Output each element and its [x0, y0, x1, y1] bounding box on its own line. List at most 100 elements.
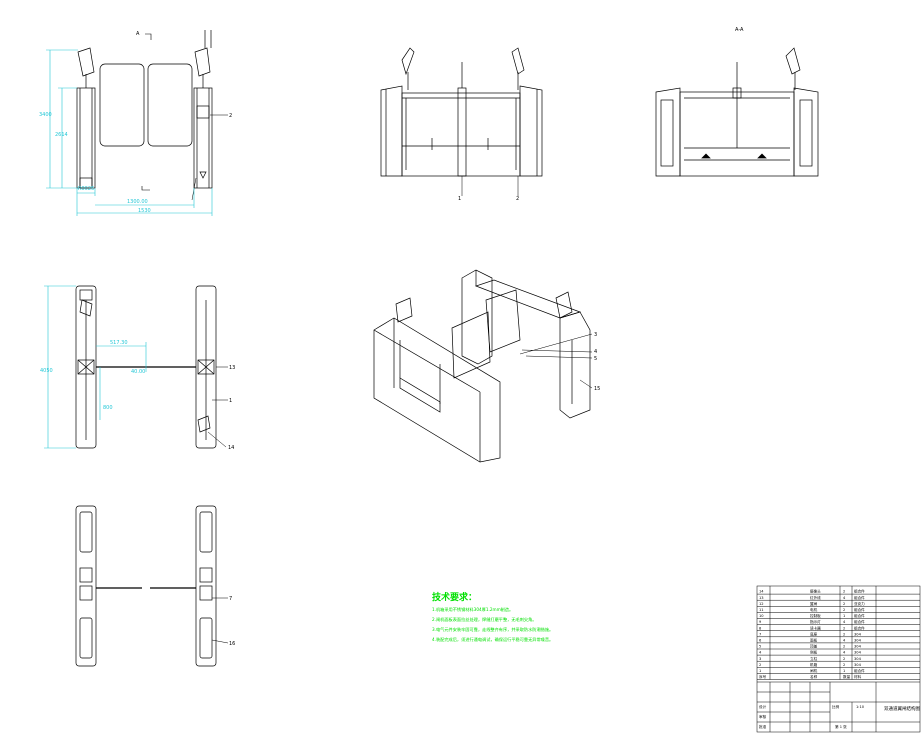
dim-passage-width: 1300.00	[127, 199, 148, 205]
bom-cell: 侧板	[810, 650, 818, 655]
bom-cell: 7	[759, 632, 761, 636]
bom-cell: 底座	[810, 631, 818, 636]
bom-cell: 组合件	[854, 589, 865, 594]
bom-cell: 10	[759, 614, 764, 618]
bom-cell: 2	[843, 657, 845, 661]
bom-cell: 2	[843, 632, 845, 636]
bom-cell: 2	[759, 663, 761, 667]
bom-cell: 14	[759, 590, 764, 594]
bom-cell: 摄像头	[810, 589, 821, 594]
tech-requirement-line: 3.电气元件安装牢固可靠，走线整齐有序，并采取防水防潮措施。	[432, 626, 553, 633]
tech-requirement-line: 1.机箱采用不锈钢材料304厚1.2mm制造。	[432, 606, 513, 613]
leader-label: 16	[229, 641, 235, 647]
bom-cell: 4	[759, 651, 762, 655]
bom-cell: 4	[843, 639, 846, 643]
bom-cell: 组合件	[854, 668, 865, 673]
bom-header-cell: 数量	[843, 674, 851, 679]
bom-cell: 2	[843, 590, 845, 594]
section-view: A-A	[655, 27, 819, 177]
dim-plan-lower: 800	[103, 405, 113, 411]
bom-cell: 304	[854, 651, 862, 655]
dim-cabinet-height: 2614	[55, 132, 68, 138]
leader-label: 4	[594, 349, 597, 355]
tech-requirements: 技术要求： 1.机箱采用不锈钢材料304厚1.2mm制造。 2.闸机面板表面拉丝…	[432, 591, 553, 643]
bom-cell: 1	[843, 614, 845, 618]
bom-cell: 2	[843, 608, 845, 612]
scale-label: 比例	[832, 704, 840, 709]
section-mark-top: A	[136, 31, 140, 37]
front-view-dimensions	[46, 49, 213, 216]
drawing-number: 双通道翼闸结构图	[884, 705, 920, 712]
leader-label: 14	[228, 445, 234, 451]
bom-cell: 2	[843, 663, 845, 667]
leader-label: 13	[229, 365, 235, 371]
bom-cell: 9	[759, 620, 762, 624]
dim-plan-offset: 517.30	[110, 340, 128, 346]
bom-cell: 组合件	[854, 613, 865, 618]
bom-cell: 2	[843, 645, 845, 649]
bom-cell: 闸机	[810, 668, 818, 673]
bom-cell: 1	[843, 669, 845, 673]
bom-cell: 亚克力	[854, 601, 865, 606]
bom-cell: 组合件	[854, 619, 865, 624]
bom-cell: 11	[759, 608, 764, 612]
section-mark-right: A-A	[735, 27, 744, 33]
bom-cell: 13	[759, 596, 764, 600]
bom-cell: 1	[759, 669, 761, 673]
dim-plan-length: 4050	[40, 368, 53, 374]
bom-cell: 顶盖	[810, 644, 818, 649]
isometric-view	[373, 269, 593, 463]
bom-cell: 6	[759, 639, 762, 643]
bom-cell: 304	[854, 663, 862, 667]
dim-overall-width: 1530	[138, 208, 151, 214]
bom-cell: 304	[854, 632, 862, 636]
leader-label: 1	[458, 196, 461, 202]
leader-label: 15	[594, 386, 600, 392]
leader-label: 5	[594, 356, 597, 362]
bom-cell: 4	[843, 596, 846, 600]
bom-cell: 304	[854, 645, 862, 649]
leader-label: 2	[229, 113, 232, 119]
bom-cell: 组合件	[854, 595, 865, 600]
bom-header-cell: 材料	[854, 674, 862, 679]
bom-cell: 面板	[810, 638, 818, 643]
bom-cell: 2	[843, 626, 845, 630]
dim-plan-gap: 40.00	[131, 369, 145, 375]
sheet-label: 第 1 张	[835, 724, 847, 729]
plan-view	[75, 285, 228, 449]
approver-label: 批准	[759, 724, 767, 729]
bom-header-cell: 序号	[759, 674, 767, 679]
tech-requirement-line: 4.装配完成后，须进行通电调试，确保运行平稳可靠无异常噪音。	[432, 636, 553, 643]
bom-cell: 304	[854, 657, 862, 661]
tech-requirement-line: 2.闸机面板表面拉丝处理，焊缝打磨平整，无毛刺尖角。	[432, 616, 537, 623]
bom-cell: 机箱	[810, 662, 818, 667]
bom-cell: 4	[843, 651, 846, 655]
leader-label: 2	[516, 196, 519, 202]
dim-cabinet-width: R0026	[78, 186, 94, 192]
bom-cell: 2	[843, 602, 845, 606]
bom-cell: 立柱	[810, 656, 818, 661]
leader-label: 7	[229, 596, 232, 602]
bom-cell: 4	[843, 620, 846, 624]
scale-value: 1:10	[856, 705, 865, 709]
title-block	[756, 585, 921, 733]
bottom-view	[75, 505, 229, 667]
bom-cell: 电机	[810, 607, 818, 612]
bom-cell: 指示灯	[810, 619, 821, 624]
bom-cell: 3	[759, 657, 761, 661]
leader-label: 1	[229, 398, 232, 404]
bom-cell: 12	[759, 602, 764, 606]
bom-cell: 5	[759, 645, 761, 649]
tech-requirements-title: 技术要求：	[432, 591, 477, 603]
dim-overall-height: 3400	[39, 112, 52, 118]
bom-cell: 组合件	[854, 607, 865, 612]
designer-label: 设计	[759, 704, 767, 709]
leader-label: 3	[594, 332, 597, 338]
bom-cell: 红外线	[810, 595, 821, 600]
bom-cell: 304	[854, 639, 862, 643]
bom-cell: 读卡器	[810, 625, 821, 630]
bom-header-cell: 名称	[810, 674, 818, 679]
checker-label: 审核	[759, 714, 767, 719]
